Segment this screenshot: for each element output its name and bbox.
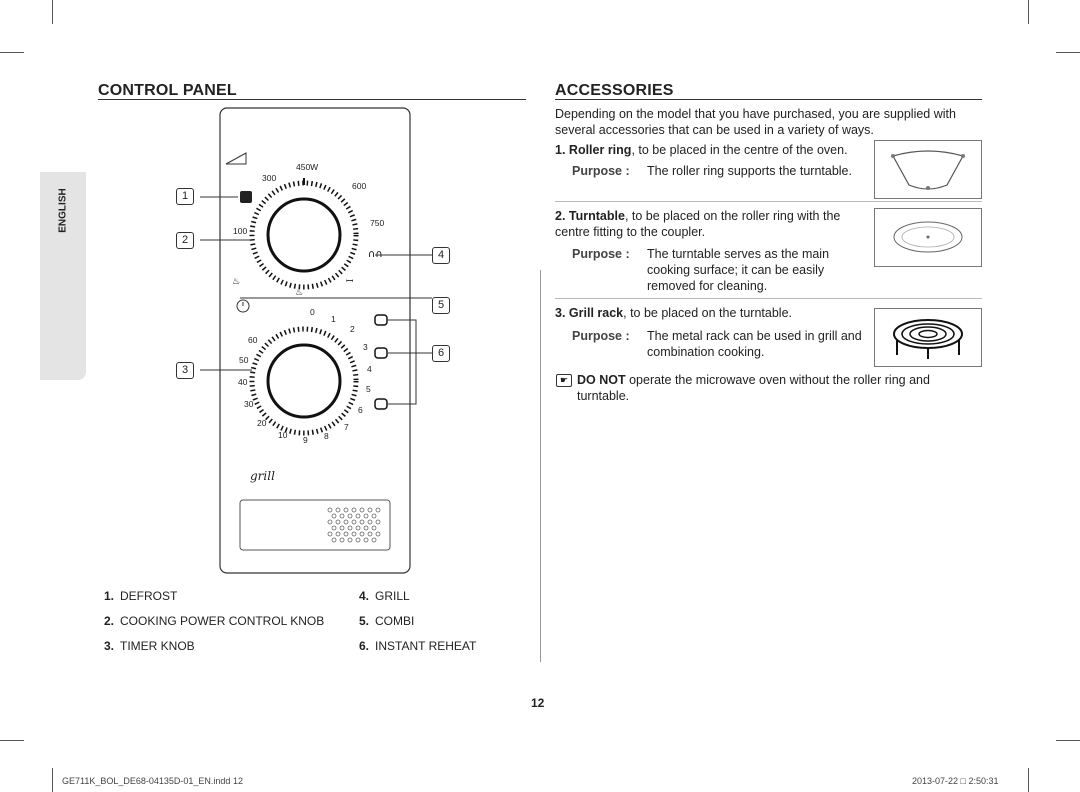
crop-mark: [1056, 52, 1080, 53]
timer-label: 60: [248, 335, 258, 345]
timer-label: 2: [350, 324, 355, 334]
hand-pointer-icon: ☛: [556, 374, 572, 387]
timer-knob-ring: [249, 326, 359, 436]
timer-label: 4: [367, 364, 372, 374]
speaker-holes: [327, 507, 381, 543]
accessory-item-grill-rack: 3. Grill rack, to be placed on the turnt…: [555, 306, 792, 320]
footer-timestamp: 2013-07-22 □ 2:50:31: [912, 776, 999, 786]
speaker-panel: [239, 499, 391, 551]
column-divider: [540, 270, 541, 662]
callout-bracket: [388, 319, 432, 405]
control-panel-diagram: ♨ ♨ ꟷ ∩∩: [200, 107, 432, 574]
legend-item: 6.INSTANT REHEAT: [359, 639, 477, 653]
timer-label: 7: [344, 422, 349, 432]
crop-mark: [1028, 0, 1029, 24]
grill-rack-icon: [893, 319, 963, 359]
accessory-item-roller-ring: 1. Roller ring, to be placed in the cent…: [555, 143, 848, 157]
grill-rack-image: [874, 308, 982, 367]
reheat-icon: [374, 398, 388, 410]
power-label-450w: 450W: [296, 162, 319, 172]
turntable-image: [874, 208, 982, 267]
warning-note: DO NOT operate the microwave oven withou…: [577, 373, 930, 403]
timer-label: 9: [303, 435, 308, 445]
power-level-icon: [225, 152, 247, 165]
timer-label: 10: [278, 430, 288, 440]
timer-label: 30: [244, 399, 254, 409]
purpose-text: The turntable serves as the main cooking…: [647, 247, 830, 293]
power-knob: [266, 197, 342, 273]
power-label-600: 600: [352, 181, 367, 191]
legend-item: 1.DEFROST: [104, 589, 178, 603]
timer-knob: [266, 343, 342, 419]
language-tab-label: ENGLISH: [57, 188, 69, 233]
crop-mark: [52, 768, 53, 792]
power-label-300: 300: [262, 173, 277, 183]
turntable-icon: [893, 221, 963, 253]
accessory-item-turntable: 2. Turntable, to be placed on the roller…: [555, 209, 841, 239]
timer-label: 6: [358, 405, 363, 415]
callout-3: 3: [176, 362, 194, 379]
reheat-icon: [374, 347, 388, 359]
callout-6: 6: [432, 345, 450, 362]
roller-ring-icon: [891, 150, 965, 190]
legend-item: 2.COOKING POWER CONTROL KNOB: [104, 614, 325, 628]
panel-outline: [219, 107, 411, 574]
control-panel-heading: CONTROL PANEL: [98, 82, 237, 99]
callout-4: 4: [432, 247, 450, 264]
timer-label: 50: [239, 355, 249, 365]
crop-mark: [0, 52, 24, 53]
grill-logo: grill: [250, 469, 275, 483]
purpose-label: Purpose :: [572, 247, 630, 261]
footer-filename: GE711K_BOL_DE68-04135D-01_EN.indd 12: [62, 776, 243, 786]
purpose-label: Purpose :: [572, 164, 630, 178]
purpose-label: Purpose :: [572, 329, 630, 343]
power-label-750: 750: [370, 218, 385, 228]
timer-label: 5: [366, 384, 371, 394]
roller-ring-image: [874, 140, 982, 199]
grill-combi-icon: ♨: [232, 277, 240, 287]
clock-icon: [236, 299, 250, 313]
grill-icon: ꟷ: [346, 277, 353, 287]
heading-rule: [555, 99, 982, 100]
timer-label: 40: [238, 377, 248, 387]
combi-icon: ♨: [295, 288, 303, 298]
timer-label: 0: [310, 307, 315, 317]
section-rule: [555, 201, 982, 202]
callout-2: 2: [176, 232, 194, 249]
defrost-icon: [240, 191, 252, 203]
timer-label: 3: [363, 342, 368, 352]
purpose-text: The roller ring supports the turntable.: [647, 164, 852, 178]
legend-item: 4.GRILL: [359, 589, 410, 603]
power-knob-ring: [249, 180, 359, 290]
crop-mark: [0, 740, 24, 741]
power-label-100: 100: [233, 226, 248, 236]
timer-label: 20: [257, 418, 267, 428]
accessories-intro: Depending on the model that you have pur…: [555, 107, 956, 137]
purpose-text: The metal rack can be used in grill and …: [647, 329, 862, 359]
reheat-icon: [374, 314, 388, 326]
page-number: 12: [531, 696, 545, 710]
timer-label: 8: [324, 431, 329, 441]
section-rule: [555, 298, 982, 299]
crop-mark: [1056, 740, 1080, 741]
callout-1: 1: [176, 188, 194, 205]
language-tab: [40, 172, 86, 380]
legend-item: 5.COMBI: [359, 614, 415, 628]
callout-5: 5: [432, 297, 450, 314]
accessories-heading: ACCESSORIES: [555, 82, 674, 99]
crop-mark: [52, 0, 53, 24]
crop-mark: [1028, 768, 1029, 792]
timer-label: 1: [331, 314, 336, 324]
legend-item: 3.TIMER KNOB: [104, 639, 195, 653]
heading-rule: [98, 99, 526, 100]
